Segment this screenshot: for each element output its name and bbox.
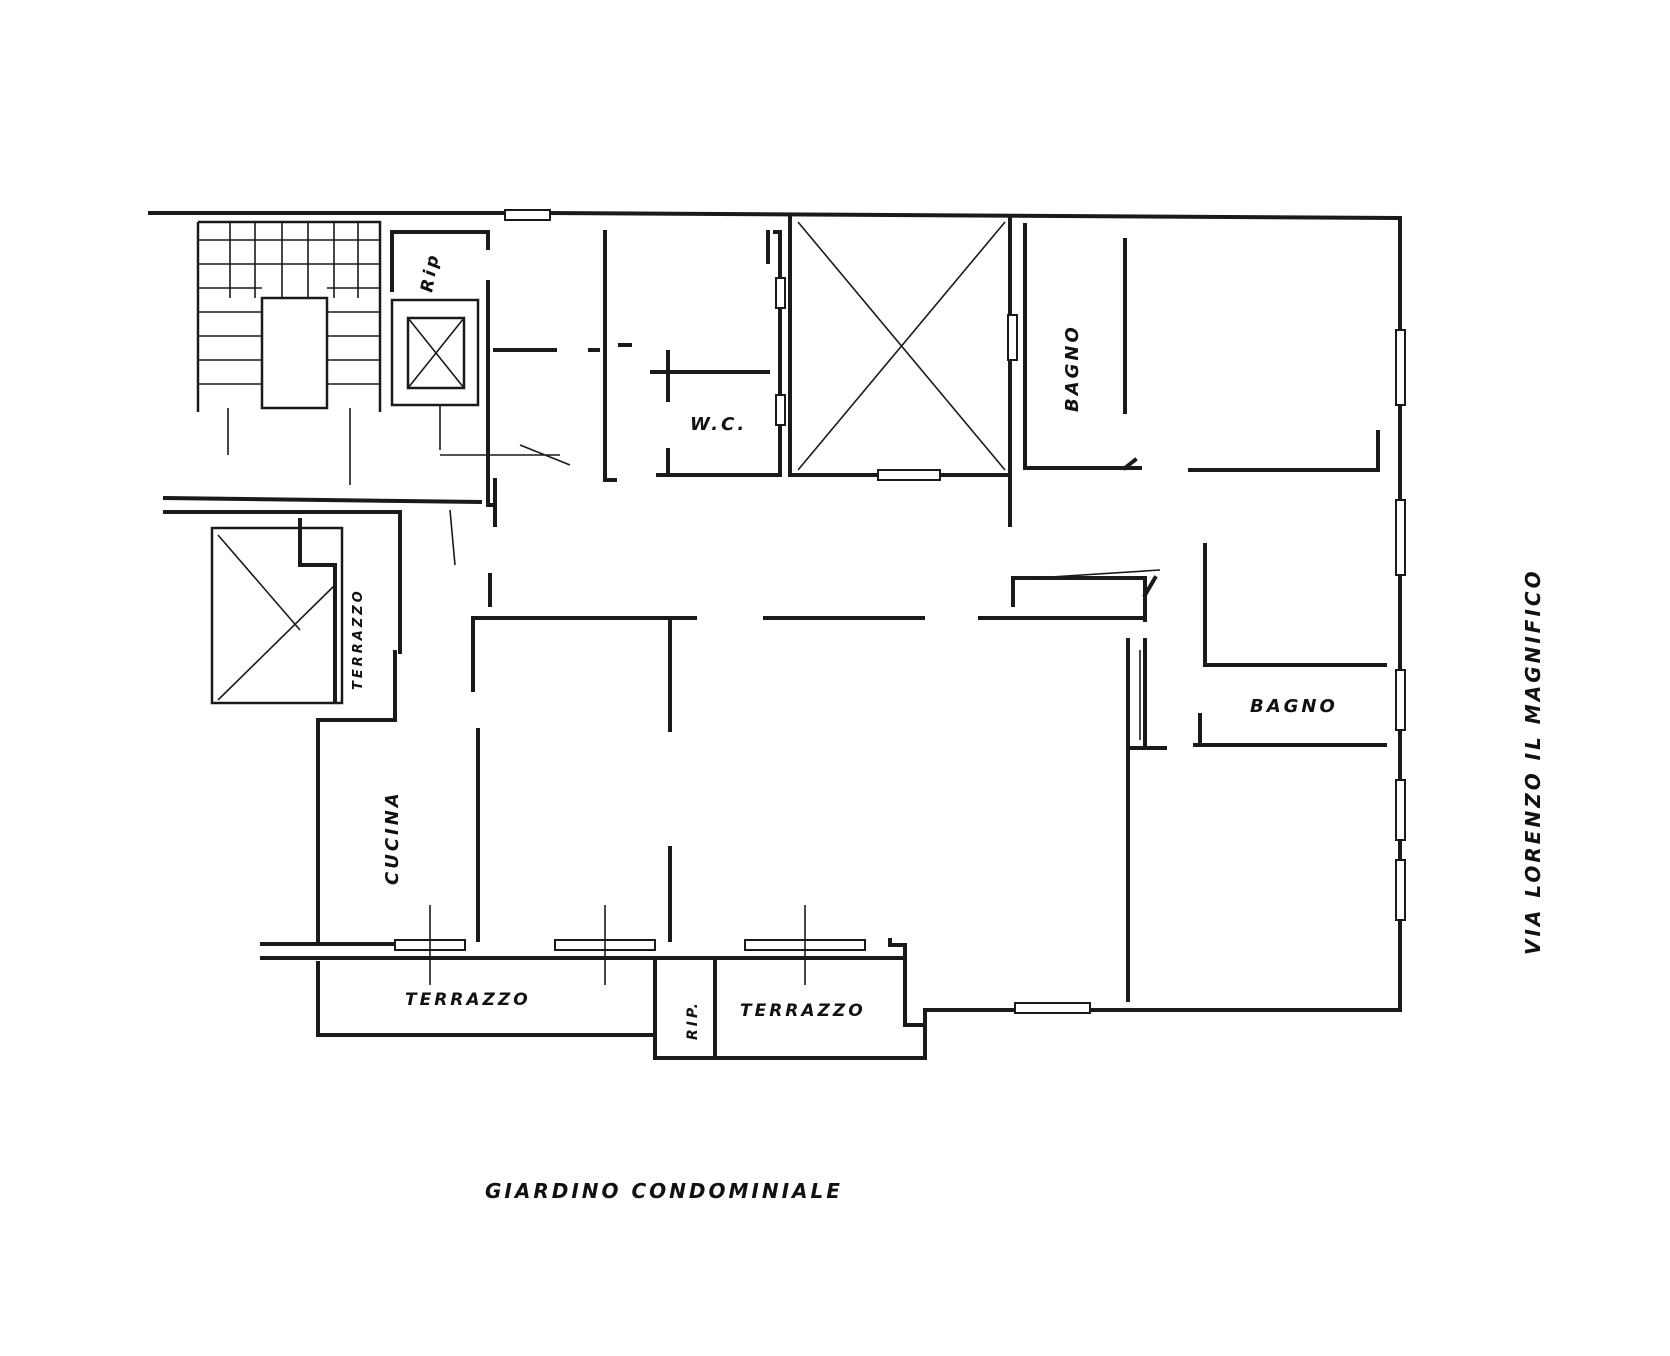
label-terrazzo-right: TERRAZZO — [740, 1001, 866, 1021]
bagno-top-room — [1008, 223, 1380, 527]
void-shaft-left — [210, 518, 344, 705]
outer-walls — [148, 210, 1402, 1060]
label-cucina: CUCINA — [382, 790, 403, 885]
label-terrazzo-left: TERRAZZO — [405, 990, 531, 1010]
windows — [394, 209, 1406, 1014]
label-terrazzo-side: TERRAZZO — [351, 588, 366, 690]
label-street: VIA LORENZO IL MAGNIFICO — [1521, 568, 1545, 955]
label-bagno-top: BAGNO — [1062, 324, 1083, 412]
label-bagno-right: BAGNO — [1250, 696, 1338, 717]
void-shaft-top — [788, 216, 1012, 481]
entry-walls — [162, 230, 617, 654]
label-rip-top: Rip — [417, 251, 444, 294]
right-rooms — [1011, 543, 1387, 1002]
living-partitions — [471, 573, 1147, 942]
terraces — [429, 905, 806, 1060]
label-garden: GIARDINO CONDOMINIALE — [485, 1179, 843, 1203]
staircase — [196, 220, 382, 485]
wc-room — [618, 230, 782, 477]
label-wc: W.C. — [690, 414, 747, 435]
label-rip-bottom: RIP. — [685, 1000, 701, 1040]
lift-shaft — [390, 298, 480, 450]
